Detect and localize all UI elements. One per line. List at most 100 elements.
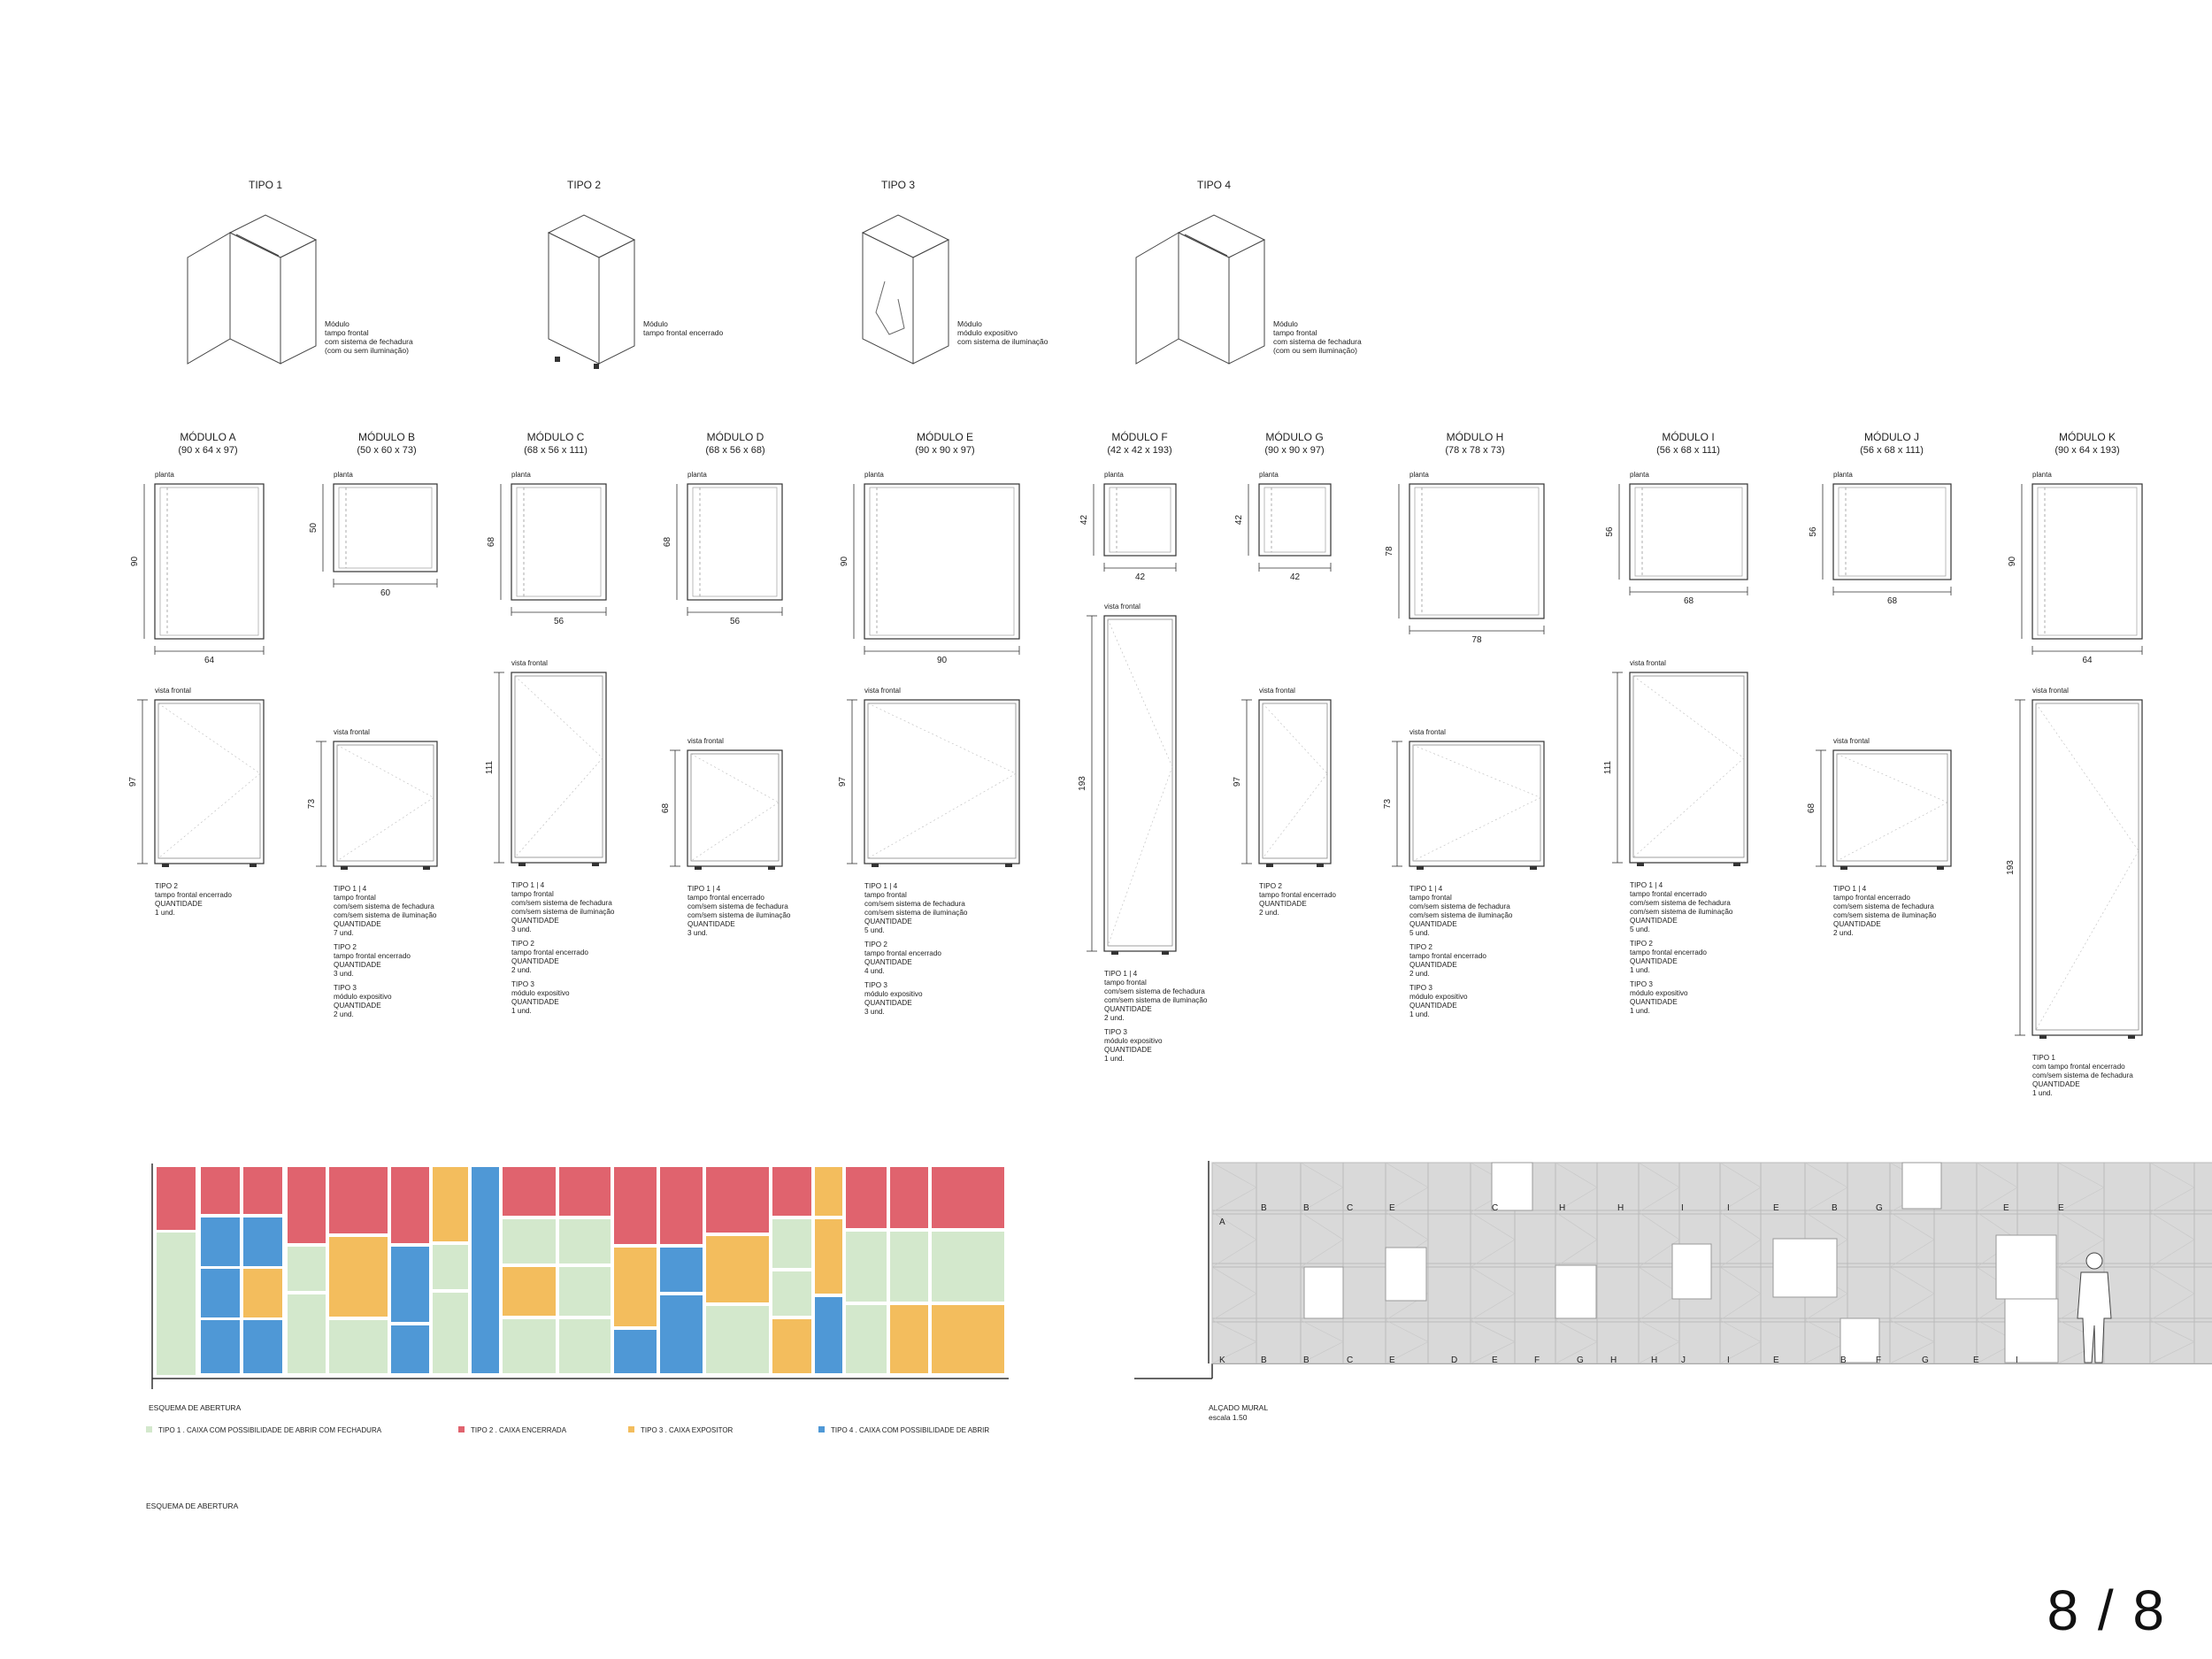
plan-width-dim: 78	[1471, 635, 1482, 645]
spec-line: com/sem sistema de iluminação	[687, 911, 791, 919]
spec-line: QUANTIDADE	[1409, 961, 1457, 969]
plan-width-dim: 64	[204, 656, 215, 665]
door-swing	[1719, 1211, 1762, 1240]
module-letter: C	[1347, 1356, 1353, 1365]
door-swing	[1555, 1239, 1598, 1268]
spec-line: 2 und.	[334, 1010, 354, 1018]
door-swing	[1300, 1187, 1344, 1213]
human-figure	[2077, 1252, 2112, 1363]
plan-outline	[1629, 483, 1748, 580]
module-letter: B	[1261, 1203, 1267, 1213]
page-number: 8 / 8	[2047, 1578, 2166, 1642]
front-height-dim: 73	[307, 799, 317, 810]
scheme-cell-yellow	[327, 1235, 389, 1318]
module-letter: E	[1389, 1203, 1395, 1213]
foot	[592, 863, 599, 866]
module-dims: (56 x 68 x 111)	[1860, 445, 1924, 456]
front-height-dim: 97	[1233, 777, 1242, 787]
door-swing	[2057, 1239, 2105, 1268]
module-letter: K	[1219, 1356, 1225, 1365]
exhibit-opening	[1555, 1264, 1597, 1319]
spec-line: tampo frontal	[864, 891, 907, 899]
plan-outline	[511, 483, 607, 601]
box-front	[862, 232, 914, 365]
door-swing	[1804, 1293, 1848, 1321]
door-swing	[1804, 1162, 1848, 1188]
spec-line: tampo frontal encerrado	[511, 949, 588, 956]
plan-inner	[338, 487, 433, 569]
door-swing	[1470, 1239, 1516, 1268]
front-outline	[1409, 741, 1545, 867]
spec-line: QUANTIDADE	[864, 958, 912, 966]
door-swing	[1211, 1319, 1257, 1342]
front-inner	[514, 675, 603, 858]
door-swing	[1107, 618, 1173, 767]
module-dims: (68 x 56 x 68)	[705, 445, 764, 456]
door-swing	[2149, 1293, 2195, 1321]
module-name: MÓDULO A	[180, 430, 235, 443]
plan-outline	[1103, 483, 1177, 557]
module-letter: F	[1534, 1356, 1540, 1365]
foot	[594, 364, 599, 369]
spec-line: com/sem sistema de fechadura	[687, 902, 788, 910]
spec-line: QUANTIDADE	[864, 918, 912, 926]
box-side	[1228, 239, 1265, 365]
scheme-cell-red	[771, 1165, 813, 1217]
spec-line: QUANTIDADE	[2032, 1080, 2080, 1088]
scheme-cell-blue	[658, 1246, 704, 1294]
scheme-cell-yellow	[813, 1217, 844, 1295]
door-swing	[1300, 1341, 1344, 1364]
foot	[555, 357, 560, 362]
scheme-cell-yellow	[501, 1265, 557, 1317]
open-door	[1135, 232, 1179, 365]
module-letter: I	[1727, 1203, 1730, 1213]
module-letter: B	[1840, 1356, 1847, 1365]
door-swing	[2149, 1341, 2195, 1364]
plan-outline	[687, 483, 783, 601]
spec-line: QUANTIDADE	[1630, 917, 1678, 925]
box-side	[280, 239, 317, 365]
door-swing	[1719, 1319, 1762, 1342]
spec-line: QUANTIDADE	[1104, 1005, 1152, 1013]
tipo-desc-line: (com ou sem iluminação)	[1273, 346, 1357, 355]
scheme-cell-green	[771, 1270, 813, 1317]
box-side	[912, 239, 949, 365]
spec-line: 2 und.	[1833, 929, 1854, 937]
tipo-desc-line: tampo frontal encerrado	[643, 328, 724, 337]
module-name: MÓDULO E	[917, 430, 973, 443]
door-swing	[1412, 744, 1541, 798]
door-swing	[867, 703, 1017, 774]
module-name: MÓDULO J	[1864, 430, 1919, 443]
plan-width-dim: 56	[554, 617, 565, 626]
legend-swatch	[458, 1426, 465, 1432]
door-swing	[157, 703, 261, 774]
scheme-cell-green	[930, 1230, 1006, 1303]
exhibit-opening	[1491, 1162, 1533, 1211]
tipo-desc-line: Módulo	[325, 319, 349, 328]
scheme-cell-red	[389, 1165, 431, 1245]
legend-label: TIPO 2 . CAIXA ENCERRADA	[471, 1426, 567, 1434]
scheme-cell-green	[557, 1217, 612, 1265]
spec-line: 1 und.	[2032, 1089, 2053, 1097]
front-outline	[2032, 699, 2143, 1036]
tipo-desc-line: tampo frontal	[1273, 328, 1317, 337]
spec-line: QUANTIDADE	[1630, 998, 1678, 1006]
module-letter: E	[1973, 1356, 1979, 1365]
spec-line: QUANTIDADE	[1409, 920, 1457, 928]
module-letter: D	[1451, 1356, 1457, 1365]
front-outline	[511, 672, 607, 864]
scheme-cell-green	[501, 1217, 557, 1265]
plan-label: planta	[2032, 471, 2052, 479]
spec-line: tampo frontal	[1104, 979, 1147, 987]
spec-line: 1 und.	[1630, 966, 1650, 974]
foot	[1840, 866, 1847, 870]
tipo-desc-line: Módulo	[643, 319, 668, 328]
door-swing	[1889, 1266, 1935, 1294]
tipo-desc-line: (com ou sem iluminação)	[325, 346, 409, 355]
